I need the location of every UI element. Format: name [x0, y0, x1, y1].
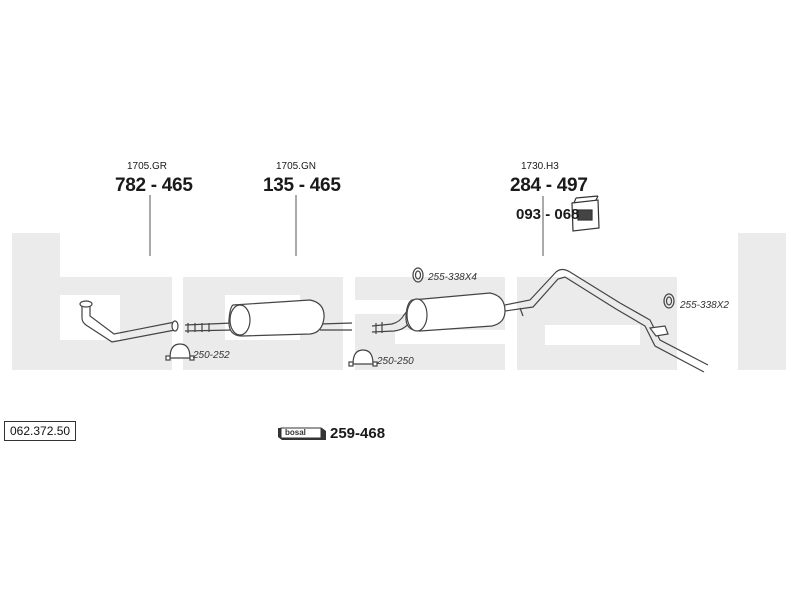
rubber-ring-255-338x4-icon	[412, 267, 424, 283]
fitting-label-250-252: 250-252	[193, 350, 230, 361]
reference-number-box: 062.372.50	[4, 421, 77, 441]
leader-lines	[149, 195, 544, 256]
part-number-1: 782 - 465	[115, 175, 193, 196]
clamp-250-252-icon	[165, 343, 195, 361]
bosal-watermark-logo	[12, 233, 786, 370]
rubber-mount-number: 093 - 068	[516, 206, 580, 223]
fitting-label-255-338x2: 255-338X2	[680, 300, 729, 311]
rear-silencer-assembly	[371, 268, 709, 373]
kit-badge-text: bosal	[285, 428, 306, 437]
clamp-250-250-icon	[348, 349, 378, 367]
rubber-ring-255-338x2-icon	[663, 293, 675, 309]
rubber-mount-icon	[571, 195, 600, 232]
part-code-1: 1705.GR	[127, 161, 168, 172]
kit-part-number: 259-468	[330, 425, 386, 442]
part-number-2: 135 - 465	[263, 175, 341, 196]
fitting-label-250-250: 250-250	[377, 356, 414, 367]
fitting-label-255-338x4: 255-338X4	[428, 272, 477, 283]
part-code-2: 1705.GN	[276, 161, 317, 172]
front-pipe	[79, 300, 179, 343]
kit-box-icon	[278, 427, 326, 440]
part-code-3: 1730.H3	[521, 161, 559, 172]
middle-silencer	[184, 299, 353, 337]
part-number-3: 284 - 497	[510, 175, 588, 196]
